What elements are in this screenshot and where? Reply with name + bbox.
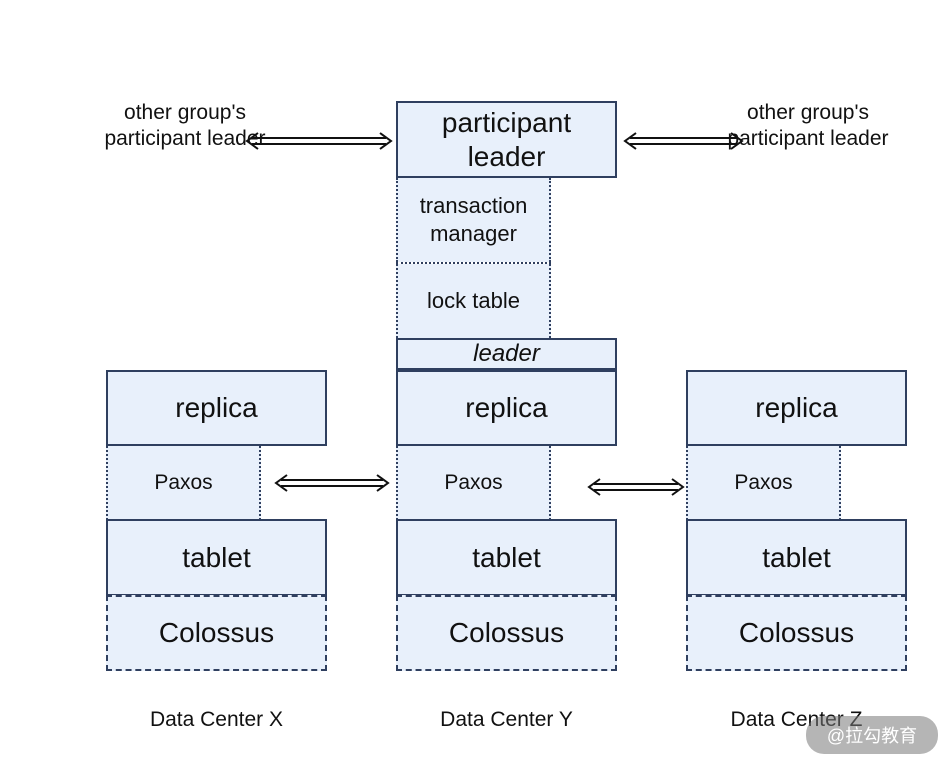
transaction-manager-box: transaction manager (396, 178, 551, 262)
other-group-leader-right-label: other group's participant leader (727, 101, 889, 150)
watermark: @拉勾教育 (806, 716, 938, 754)
paxos-z-box: Paxos (686, 446, 841, 520)
paxos-y-label: Paxos (444, 471, 503, 494)
paxos-x-label: Paxos (154, 471, 213, 494)
colossus-x-box: Colossus (106, 595, 327, 671)
arrow-leader-to-right-group (623, 132, 744, 150)
colossus-z-label: Colossus (738, 617, 855, 648)
colossus-y-box: Colossus (396, 595, 617, 671)
colossus-y-label: Colossus (448, 617, 565, 648)
leader-box: leader (396, 338, 617, 370)
leader-label: leader (473, 340, 540, 367)
paxos-z-label: Paxos (734, 471, 793, 494)
transaction-manager-label: transaction manager (419, 193, 528, 246)
replica-z-box: replica (686, 370, 907, 446)
arrow-paxos-x-y (274, 474, 390, 492)
dotted-divider (396, 262, 551, 264)
participant-leader-label: participant leader (441, 106, 572, 172)
tablet-x-box: tablet (106, 519, 327, 596)
replica-x-box: replica (106, 370, 327, 446)
arrow-paxos-y-z (587, 478, 685, 496)
tablet-y-label: tablet (472, 541, 541, 573)
lock-table-label: lock table (427, 288, 520, 313)
paxos-x-box: Paxos (106, 446, 261, 520)
paxos-y-box: Paxos (396, 446, 551, 520)
replica-x-label: replica (175, 392, 258, 423)
tablet-x-label: tablet (182, 541, 251, 573)
tablet-z-label: tablet (762, 541, 831, 573)
replica-y-box: replica (396, 370, 617, 446)
replica-y-label: replica (465, 392, 548, 423)
lock-table-box: lock table (396, 264, 551, 338)
tablet-y-box: tablet (396, 519, 617, 596)
colossus-x-label: Colossus (158, 617, 275, 648)
colossus-z-box: Colossus (686, 595, 907, 671)
other-group-leader-left-label: other group's participant leader (104, 101, 266, 150)
replica-z-label: replica (755, 392, 838, 423)
data-center-y-label: Data Center Y (440, 708, 573, 731)
arrow-left-group-to-leader (245, 132, 393, 150)
data-center-x-label: Data Center X (149, 708, 284, 731)
tablet-z-box: tablet (686, 519, 907, 596)
participant-leader-box: participant leader (396, 101, 617, 178)
